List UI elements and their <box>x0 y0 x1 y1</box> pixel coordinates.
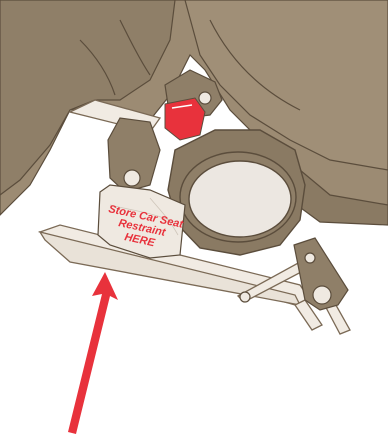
red-release-button <box>165 98 205 140</box>
arrow-up-icon <box>68 272 118 434</box>
wheel <box>168 130 305 255</box>
